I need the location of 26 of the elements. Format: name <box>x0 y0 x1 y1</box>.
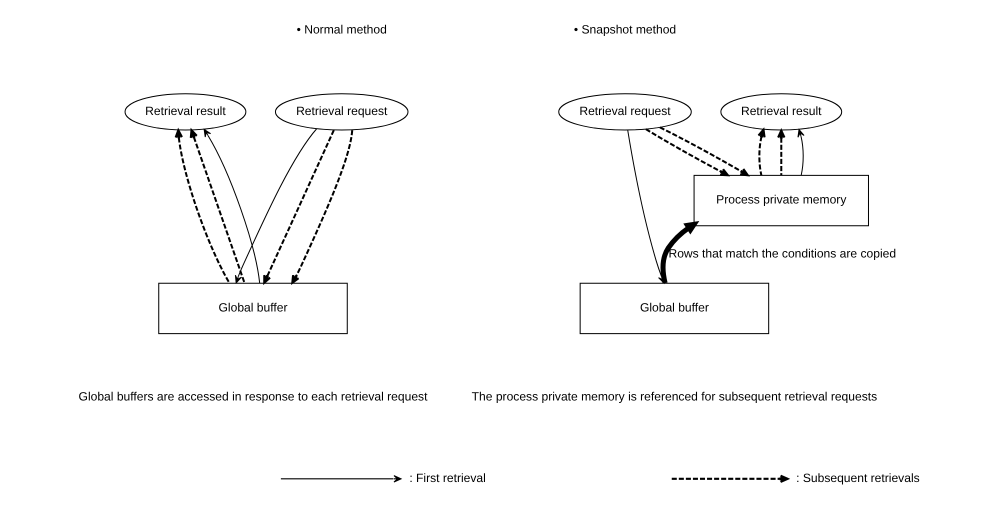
arrow <box>659 126 749 176</box>
label: The process private memory is referenced for subsequent retrieval requests <box>472 389 878 404</box>
arrow <box>174 129 230 284</box>
edge-label: Rows that match the conditions are copied <box>668 246 896 261</box>
arrow <box>660 220 700 284</box>
node-box: Process private memory <box>694 174 869 226</box>
label: • Normal method <box>296 22 387 36</box>
legend-label: : Subsequent retrievals <box>796 470 920 485</box>
arrow <box>777 129 786 176</box>
arrow <box>234 128 317 284</box>
label: • Snapshot method <box>574 22 676 36</box>
node-ellipse: Retrieval request <box>274 93 408 130</box>
node-box: Global buffer <box>580 282 770 334</box>
label: Global buffers are accessed in response to each retrieval request <box>78 389 428 404</box>
arrow <box>263 130 335 284</box>
arrow <box>190 129 246 284</box>
node-ellipse: Retrieval result <box>124 93 246 130</box>
arrow <box>204 128 260 284</box>
legend-label: : First retrieval <box>409 470 486 485</box>
arrow <box>645 128 729 176</box>
arrow <box>797 129 805 176</box>
arrow <box>291 130 354 284</box>
node-ellipse: Retrieval request <box>558 93 692 130</box>
node-box: Global buffer <box>158 282 348 334</box>
arrow <box>757 128 766 176</box>
node-ellipse: Retrieval result <box>720 93 842 130</box>
